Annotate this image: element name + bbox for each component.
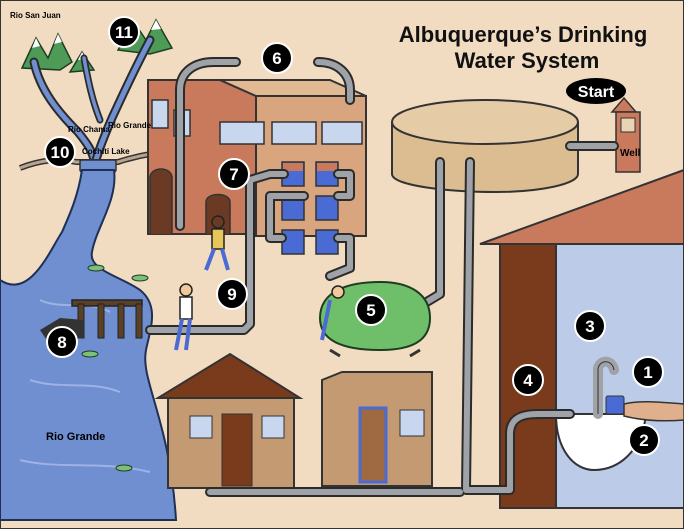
svg-text:8: 8 bbox=[57, 333, 66, 352]
fish-icons bbox=[81, 264, 149, 472]
pipe-network bbox=[145, 57, 619, 497]
start-label: Start bbox=[578, 84, 615, 101]
svg-text:11: 11 bbox=[115, 23, 133, 42]
house-right bbox=[321, 371, 433, 487]
start-button[interactable]: Start bbox=[566, 78, 626, 104]
svg-text:10: 10 bbox=[51, 143, 70, 162]
sink-faucet bbox=[554, 356, 684, 472]
step-badge-5[interactable]: 5 bbox=[355, 294, 387, 326]
title-line-2: Water System bbox=[455, 48, 600, 73]
svg-text:7: 7 bbox=[229, 165, 238, 184]
step-badge-1[interactable]: 1 bbox=[632, 356, 664, 388]
well-structure bbox=[610, 96, 641, 173]
tributaries bbox=[29, 35, 155, 165]
svg-text:3: 3 bbox=[585, 317, 594, 336]
storage-tank bbox=[391, 99, 579, 194]
rio-grande-river bbox=[0, 169, 178, 521]
svg-text:4: 4 bbox=[523, 371, 533, 390]
svg-text:5: 5 bbox=[366, 301, 375, 320]
svg-text:9: 9 bbox=[227, 285, 236, 304]
well-label: Well bbox=[620, 148, 641, 159]
rio-grande-lower-label: Rio Grande bbox=[46, 431, 105, 443]
svg-text:1: 1 bbox=[643, 363, 652, 382]
rio-chama-label: Rio Chama bbox=[68, 125, 110, 134]
step-badge-10[interactable]: 10 bbox=[44, 136, 76, 168]
step-badge-8[interactable]: 8 bbox=[46, 326, 78, 358]
svg-text:6: 6 bbox=[272, 49, 281, 68]
step-badge-4[interactable]: 4 bbox=[512, 364, 544, 396]
step-badge-6[interactable]: 6 bbox=[261, 42, 293, 74]
step-badge-3[interactable]: 3 bbox=[574, 310, 606, 342]
step-badge-11[interactable]: 11 bbox=[108, 16, 140, 48]
worker-figures bbox=[174, 215, 345, 351]
rio-grande-upper-label: Rio Grande bbox=[108, 121, 152, 130]
step-badge-9[interactable]: 9 bbox=[216, 278, 248, 310]
filter-tanks bbox=[281, 161, 339, 255]
svg-text:2: 2 bbox=[639, 431, 648, 450]
step-badge-7[interactable]: 7 bbox=[218, 158, 250, 190]
rio-san-juan-label: Rio San Juan bbox=[10, 11, 61, 20]
step-badge-2[interactable]: 2 bbox=[628, 424, 660, 456]
cochiti-lake-label: Cochiti Lake bbox=[82, 147, 130, 156]
title-line-1: Albuquerque’s Drinking bbox=[399, 22, 648, 47]
